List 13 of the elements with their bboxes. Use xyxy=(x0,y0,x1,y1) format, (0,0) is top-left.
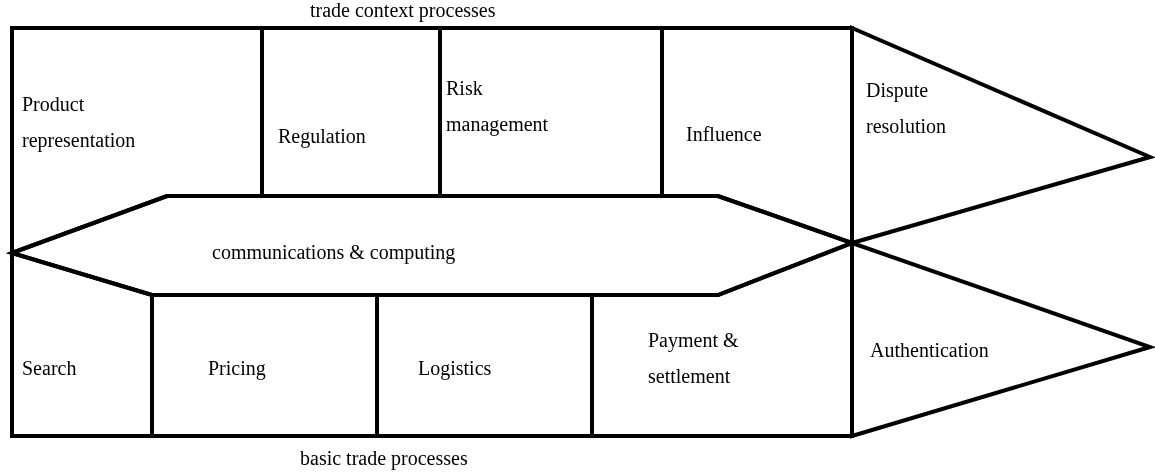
process-label: Search xyxy=(22,356,78,381)
process-label: Payment & settlement xyxy=(648,328,740,389)
process-label: Product representation xyxy=(22,92,137,154)
process-label: Regulation xyxy=(278,124,367,150)
process-label: Pricing xyxy=(208,356,267,382)
group-caption: basic trade processes xyxy=(300,446,468,470)
group-caption: trade context processes xyxy=(310,0,496,22)
process-label: Risk management xyxy=(446,76,550,138)
process-label: Influence xyxy=(686,122,763,147)
process-label: Dispute resolution xyxy=(866,78,947,139)
process-label: communications & computing xyxy=(212,240,457,266)
process-label: Authentication xyxy=(870,338,990,363)
process-label: Logistics xyxy=(418,356,493,382)
